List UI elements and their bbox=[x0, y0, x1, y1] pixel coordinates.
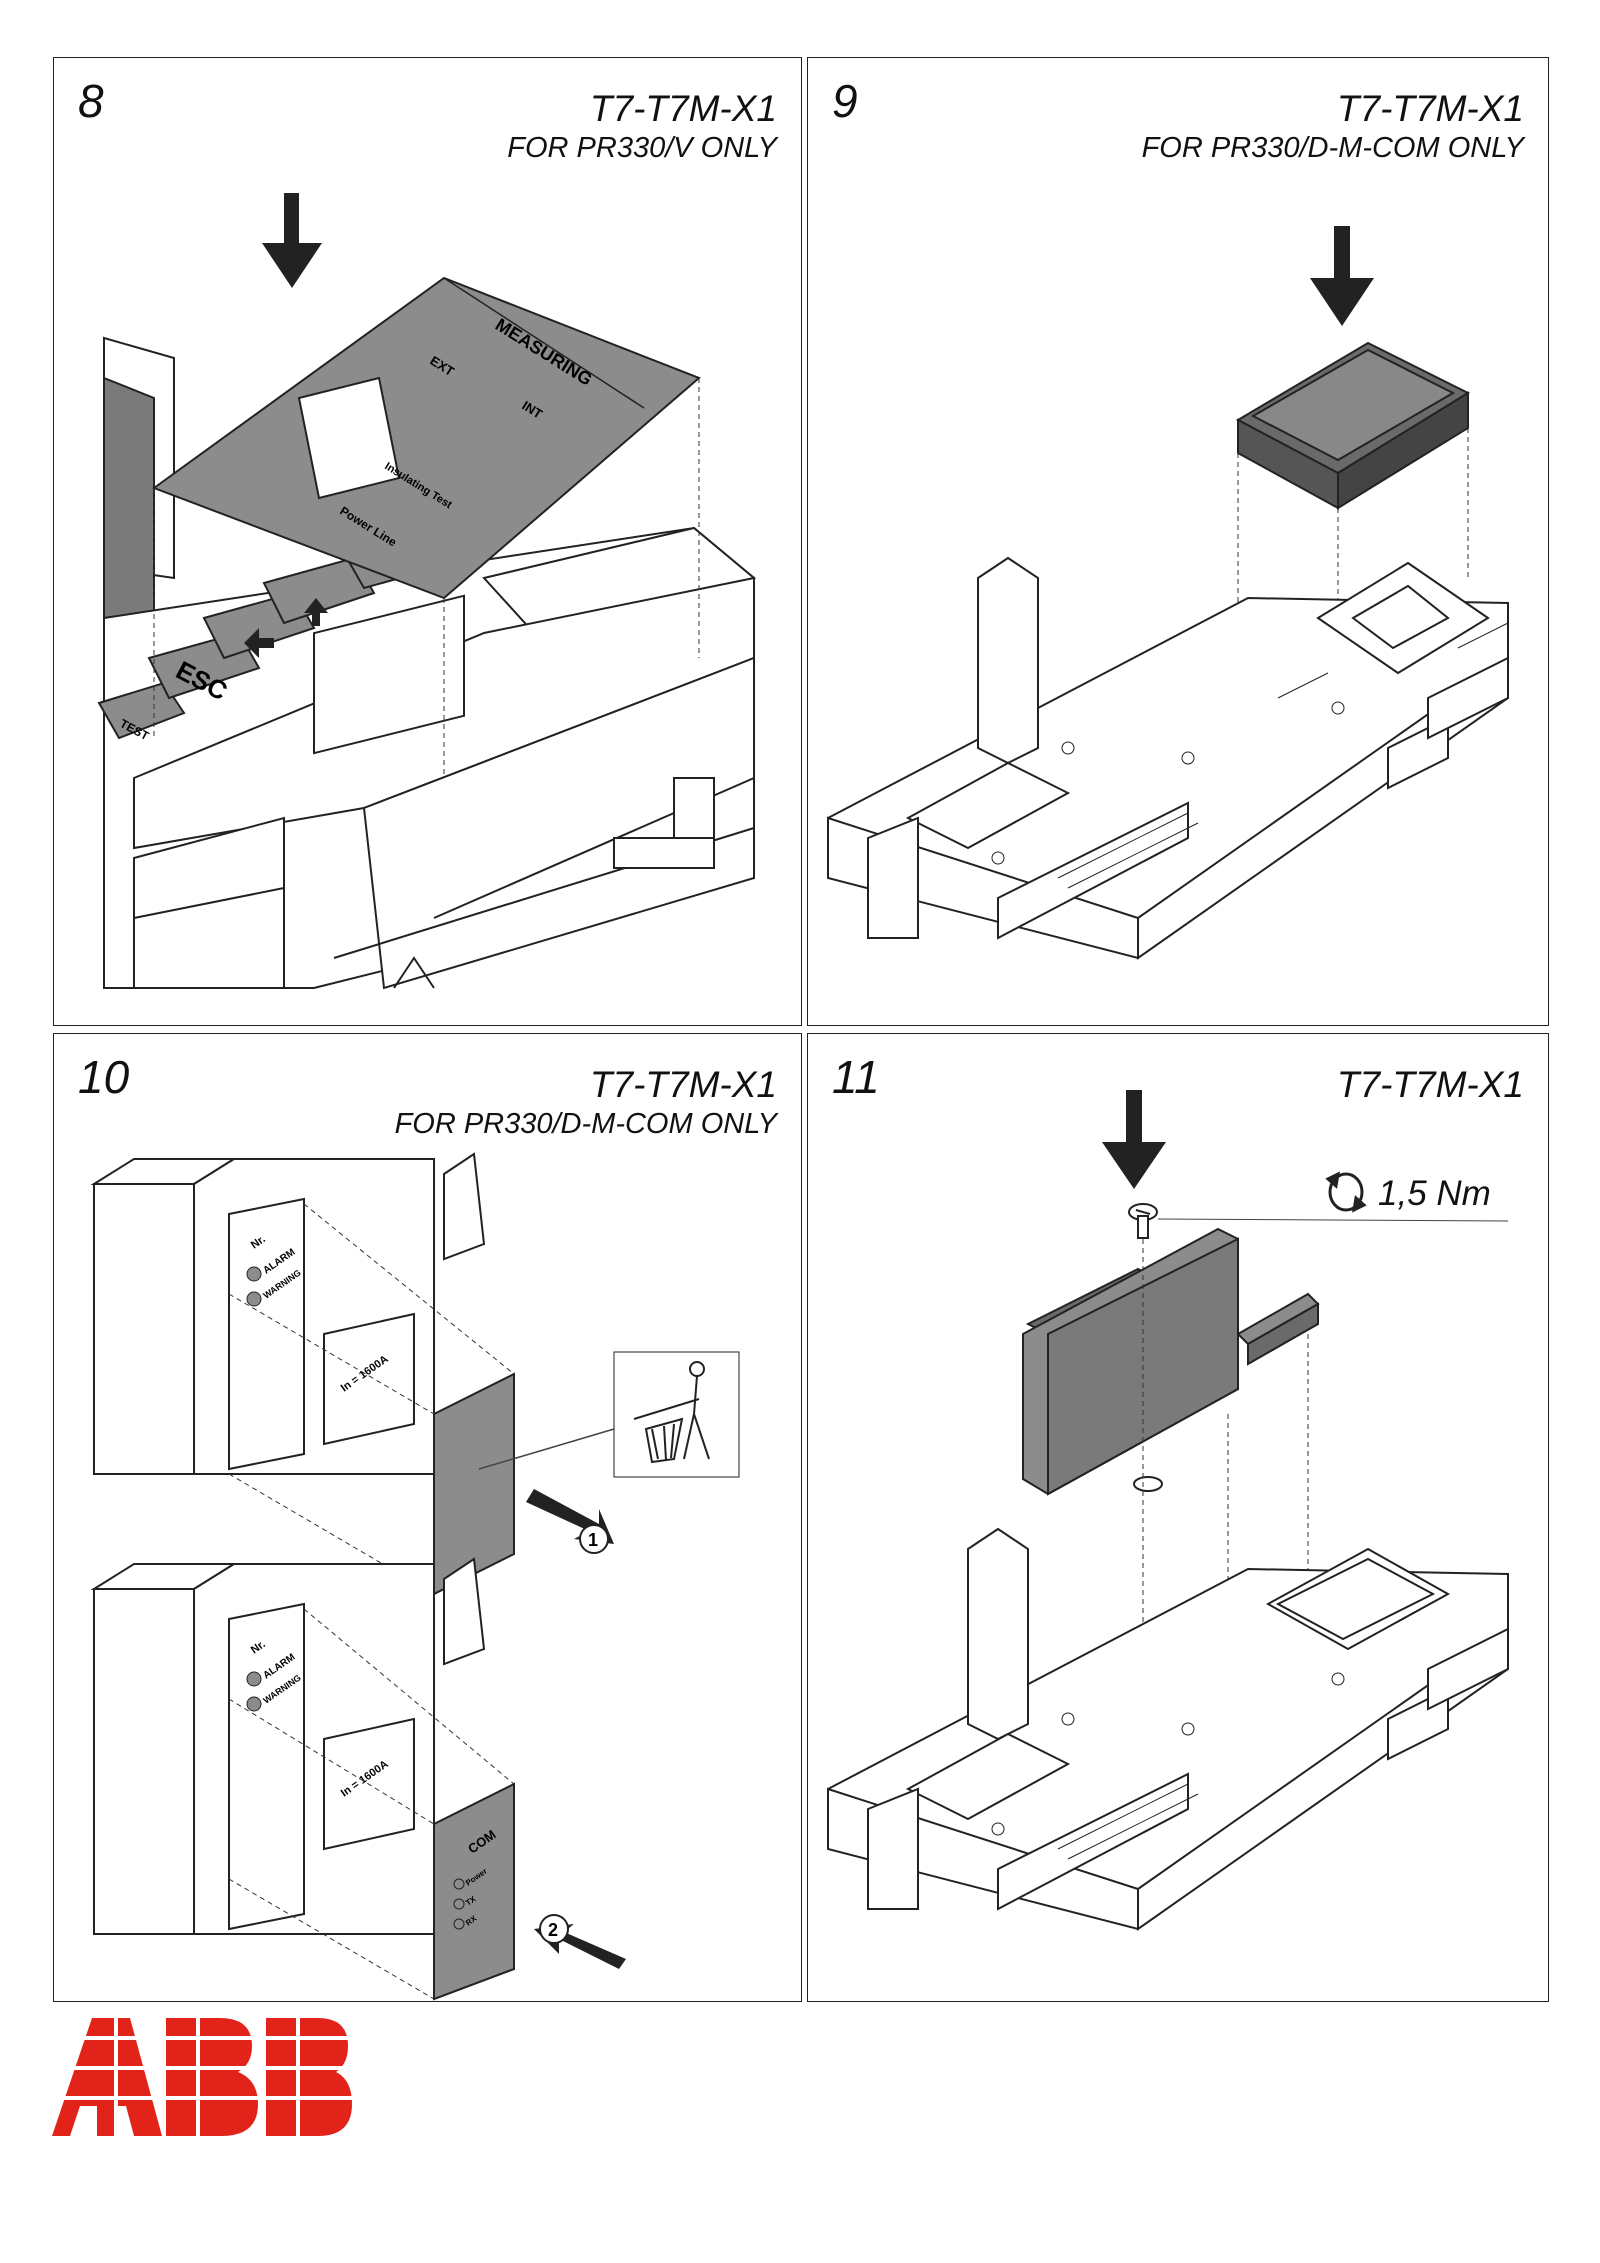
module-insertion-illustration bbox=[827, 226, 1509, 960]
base-frame bbox=[827, 556, 1509, 960]
step-8-panel: ESC TEST MEASURING EXT INT Insulating Te… bbox=[53, 57, 802, 1026]
dispose-trash-icon bbox=[613, 1351, 740, 1478]
base-frame bbox=[827, 1527, 1509, 1931]
torque-wrench-icon bbox=[1325, 1171, 1367, 1213]
callout-1: 1 bbox=[588, 1530, 598, 1550]
insert-direction-arrow-icon bbox=[1102, 1090, 1166, 1189]
display-window bbox=[297, 376, 401, 500]
step-1-remove-arrow-icon: 1 bbox=[526, 1489, 614, 1554]
model-label: T7-T7M-X1 bbox=[589, 88, 777, 129]
display-overlay-illustration: ESC TEST MEASURING EXT INT Insulating Te… bbox=[97, 193, 757, 990]
insert-direction-arrow-icon bbox=[1310, 226, 1374, 326]
callout-2: 2 bbox=[548, 1920, 558, 1940]
down-arrow-icon bbox=[244, 628, 274, 658]
step-11-panel: 11 T7-T7M-X1 1,5 Nm bbox=[807, 1033, 1549, 2002]
applicability-note: FOR PR330/D-M-COM ONLY bbox=[1141, 132, 1524, 164]
com-cover bbox=[433, 1782, 515, 2001]
insert-direction-arrow-icon bbox=[262, 193, 322, 288]
model-label: T7-T7M-X1 bbox=[1336, 88, 1524, 129]
applicability-note: FOR PR330/V ONLY bbox=[507, 132, 777, 164]
blank-cover bbox=[433, 1372, 515, 1596]
torque-value: 1,5 Nm bbox=[1378, 1174, 1491, 1213]
step-10-panel: Nr. ALARM WARNING In = 1600A 1 bbox=[53, 1033, 802, 2002]
fixing-screw-icon bbox=[1128, 1203, 1158, 1239]
model-label: T7-T7M-X1 bbox=[589, 1064, 777, 1105]
abb-logo bbox=[52, 2018, 352, 2136]
bracket-cover bbox=[1022, 1227, 1320, 1496]
cover-replacement-illustration: Nr. ALARM WARNING In = 1600A 1 bbox=[90, 1152, 740, 2001]
step-number: 8 bbox=[78, 75, 104, 127]
step-9-panel: 9 T7-T7M-X1 FOR PR330/D-M-COM ONLY bbox=[807, 57, 1549, 1026]
step-2-insert-arrow-icon: 2 bbox=[534, 1914, 626, 1969]
up-arrow-icon bbox=[304, 598, 328, 626]
module-fixing-illustration bbox=[827, 1090, 1509, 1931]
model-label: T7-T7M-X1 bbox=[1336, 1064, 1524, 1105]
step-number: 11 bbox=[832, 1051, 880, 1103]
step-number: 10 bbox=[78, 1051, 130, 1103]
applicability-note: FOR PR330/D-M-COM ONLY bbox=[394, 1108, 777, 1140]
step-number: 9 bbox=[832, 75, 858, 127]
communication-module bbox=[1235, 341, 1471, 510]
